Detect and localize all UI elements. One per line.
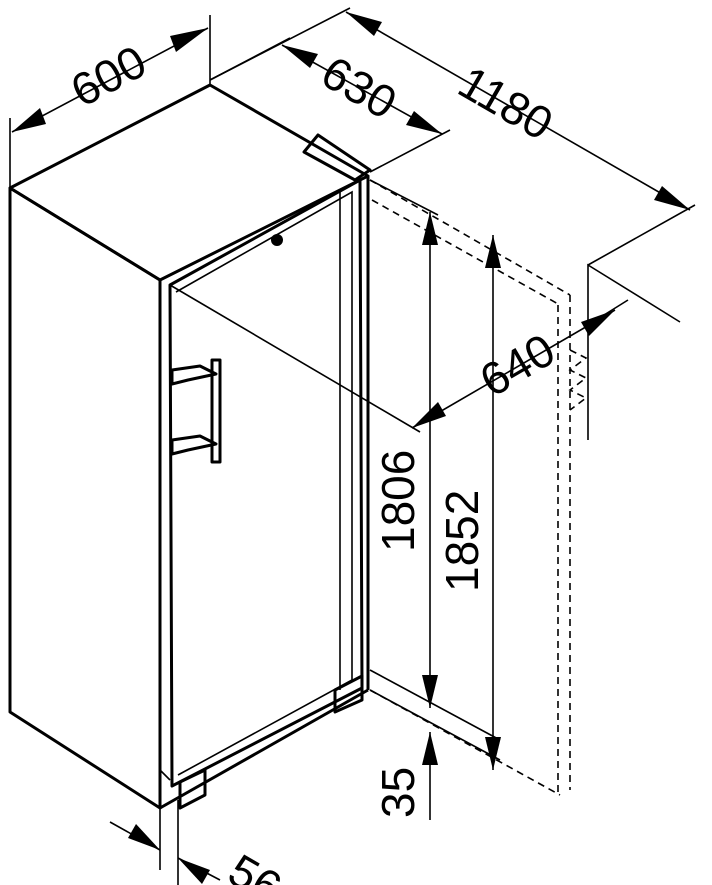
- dimension-body-height: 1806: [369, 179, 439, 708]
- body-height-label: 1806: [372, 450, 424, 552]
- door-panel: [168, 178, 364, 788]
- cabinet-top-panel: [8, 83, 370, 282]
- door-inner-line: [175, 190, 353, 776]
- wall-top: [587, 263, 681, 440]
- door-lock-icon: [271, 234, 283, 246]
- cabinet-foot: [178, 768, 207, 810]
- open-depth-arrow-right: [654, 186, 690, 210]
- bottom-ext-lower: [369, 689, 501, 761]
- side-clearance-arrow-left: [128, 824, 160, 850]
- dimension-open-depth: 1180: [209, 7, 696, 266]
- handle-bar: [210, 358, 222, 464]
- depth-label: 630: [313, 46, 405, 129]
- open-depth-extension-left: [209, 7, 351, 81]
- handle-mount-lower: [170, 434, 218, 456]
- dimension-door-open-width: 640: [169, 284, 629, 433]
- depth-arrow-left: [282, 45, 318, 68]
- door-gasket-line: [159, 300, 171, 781]
- door-width-label: 640: [471, 323, 563, 406]
- foot-height-label: 35: [372, 767, 424, 818]
- door-width-arrow-left: [412, 402, 446, 428]
- width-arrow-left: [12, 108, 46, 132]
- depth-arrow-right: [406, 111, 442, 134]
- cabinet-side-panel: [8, 186, 162, 810]
- foot-height-arrow: [422, 732, 438, 765]
- open-door-top: [369, 179, 571, 296]
- open-depth-extension-right: [587, 204, 696, 266]
- depth-extension-right: [369, 129, 451, 173]
- body-height-arrow-top: [422, 212, 438, 245]
- open-door-handle: [568, 349, 588, 411]
- open-depth-label: 1180: [450, 56, 562, 150]
- top-hinge: [302, 133, 372, 182]
- open-depth-dimension-line: [345, 11, 691, 211]
- wall-outline: [587, 263, 681, 440]
- total-height-label: 1852: [436, 490, 488, 592]
- bottom-ext-upper: [369, 669, 501, 741]
- bottom-extension-lines: [369, 669, 501, 761]
- cabinet-bottom-edge: [159, 688, 369, 810]
- width-label: 600: [62, 35, 154, 117]
- dimension-side-clearance: 56: [109, 800, 290, 885]
- appliance-body: [8, 83, 370, 810]
- cabinet-foot-right: [333, 674, 364, 714]
- door-width-dimension-line: [411, 309, 616, 429]
- door-width-extension-left: [169, 284, 421, 433]
- total-height-arrow-top: [485, 235, 501, 268]
- dimension-foot-height: 35: [372, 732, 438, 820]
- open-depth-arrow-left: [346, 12, 382, 36]
- total-height-arrow-bottom: [485, 737, 501, 770]
- door-handle: [170, 358, 222, 464]
- handle-mount-upper: [170, 364, 218, 386]
- door-width-arrow-right: [581, 310, 615, 336]
- width-arrow-right: [170, 28, 208, 52]
- side-clearance-arrow-right: [178, 858, 210, 884]
- side-clearance-label: 56: [220, 844, 290, 885]
- dimension-total-height: 1852: [436, 235, 501, 770]
- open-door-inner-top: [371, 199, 561, 306]
- body-height-ext-top: [369, 179, 439, 216]
- door: [159, 133, 372, 810]
- body-height-arrow-bottom: [422, 675, 438, 708]
- door-width-extension-right: [587, 299, 629, 326]
